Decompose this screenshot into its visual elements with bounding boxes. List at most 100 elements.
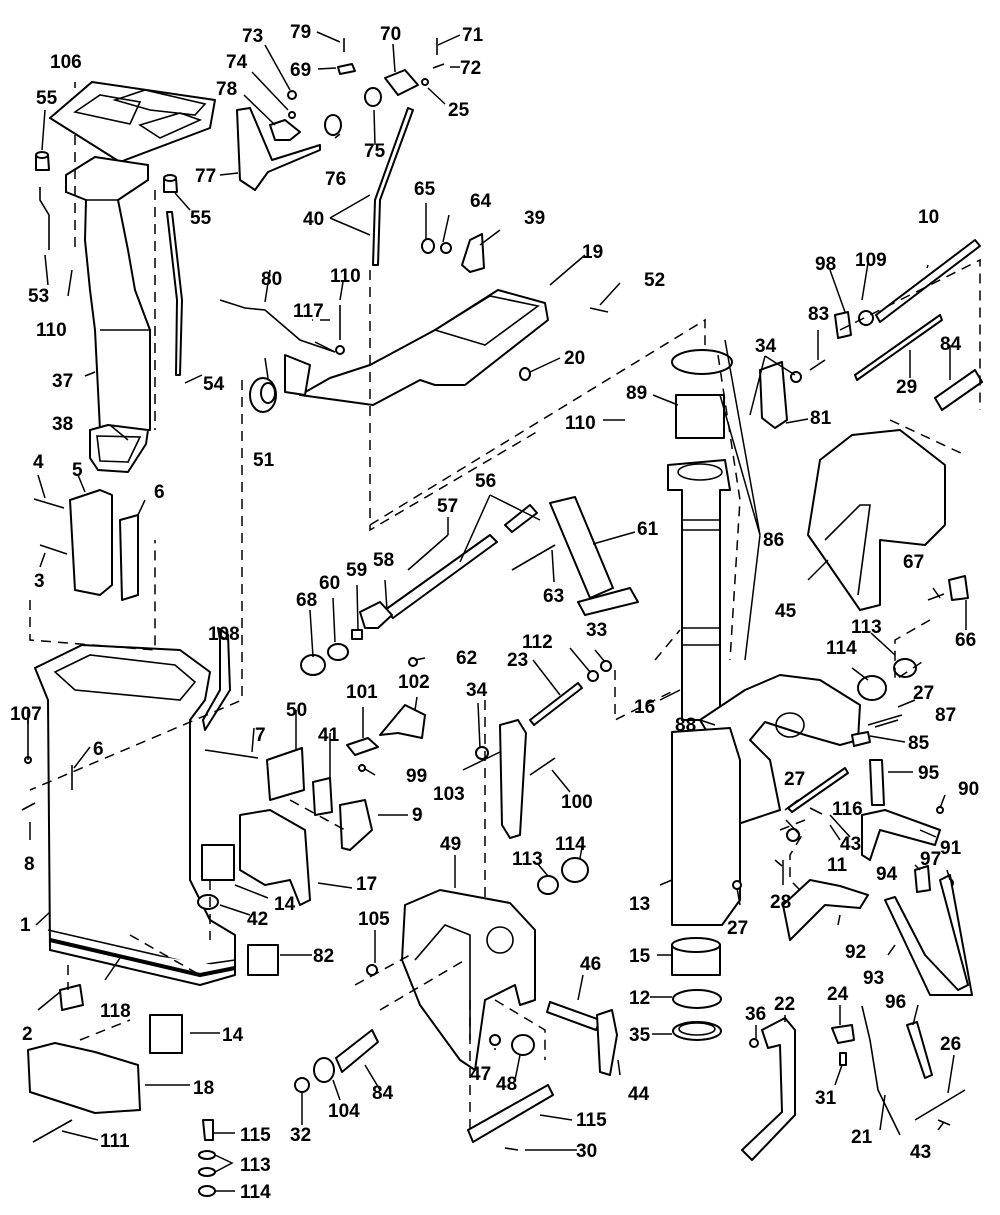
lockwasher-117[interactable] — [335, 345, 345, 355]
callout-83[interactable]: 83 — [808, 304, 829, 325]
callout-34[interactable]: 34 — [466, 680, 488, 701]
lever-92[interactable] — [782, 879, 869, 941]
bolt-100[interactable] — [529, 757, 556, 776]
callout-35[interactable]: 35 — [629, 1025, 651, 1046]
callout-95[interactable]: 95 — [918, 763, 940, 784]
callout-70[interactable]: 70 — [380, 24, 401, 45]
washer-109[interactable] — [858, 310, 874, 326]
housing-13[interactable] — [671, 727, 741, 926]
screw-8[interactable] — [21, 802, 36, 811]
callout-2[interactable]: 2 — [22, 1024, 33, 1045]
callout-52[interactable]: 52 — [644, 270, 665, 291]
callout-110[interactable]: 110 — [330, 266, 361, 287]
washer-25[interactable] — [421, 78, 429, 86]
screw-4[interactable] — [33, 498, 65, 509]
callout-114[interactable]: 114 — [555, 834, 586, 855]
callout-20[interactable]: 20 — [564, 348, 585, 369]
spring-95[interactable] — [869, 759, 885, 806]
callout-85[interactable]: 85 — [908, 733, 930, 754]
callout-79[interactable]: 79 — [290, 22, 311, 43]
callout-115[interactable]: 115 — [240, 1125, 271, 1146]
callout-27[interactable]: 27 — [727, 918, 748, 939]
grommet-55-left[interactable] — [35, 151, 50, 171]
lever-77[interactable] — [236, 107, 321, 191]
wire-57[interactable] — [407, 534, 449, 571]
callout-14[interactable]: 14 — [222, 1025, 244, 1046]
plate-98[interactable] — [834, 311, 852, 339]
callout-76[interactable]: 76 — [325, 169, 346, 190]
seal-89-ring[interactable] — [671, 349, 733, 375]
callout-61[interactable]: 61 — [637, 519, 659, 540]
washer-113-mid[interactable] — [537, 875, 559, 895]
callout-113[interactable]: 113 — [851, 617, 882, 638]
bushing-75[interactable] — [364, 87, 382, 107]
switch-58[interactable] — [359, 601, 393, 629]
grommet-55-right[interactable] — [163, 174, 178, 193]
clamp-39[interactable] — [461, 233, 485, 273]
block-14-lower[interactable] — [149, 1014, 183, 1054]
screw-46[interactable] — [546, 1001, 601, 1031]
washer-74[interactable] — [288, 111, 296, 119]
callout-28[interactable]: 28 — [770, 892, 791, 913]
callout-33[interactable]: 33 — [586, 620, 607, 641]
nut-33[interactable] — [600, 660, 612, 672]
clip-66[interactable] — [948, 575, 969, 601]
callout-107[interactable]: 107 — [10, 704, 42, 725]
callout-55[interactable]: 55 — [36, 88, 58, 109]
bolt-52[interactable] — [589, 307, 609, 313]
screw-47[interactable] — [489, 1034, 501, 1046]
callout-56[interactable]: 56 — [475, 471, 496, 492]
washer-104[interactable] — [313, 1057, 335, 1083]
callout-30[interactable]: 30 — [576, 1141, 597, 1162]
callout-113[interactable]: 113 — [240, 1155, 271, 1176]
callout-24[interactable]: 24 — [827, 984, 849, 1005]
pin-23[interactable] — [529, 682, 583, 726]
callout-66[interactable]: 66 — [955, 630, 976, 651]
callout-17[interactable]: 17 — [356, 874, 377, 895]
pin-29[interactable] — [854, 314, 943, 381]
nut-65[interactable] — [421, 238, 435, 254]
callout-27[interactable]: 27 — [784, 769, 805, 790]
callout-101[interactable]: 101 — [346, 682, 378, 703]
ground-cable-80[interactable] — [219, 299, 336, 353]
callout-91[interactable]: 91 — [940, 838, 962, 859]
lever-22[interactable] — [741, 1017, 796, 1161]
bushing-114-right[interactable] — [857, 675, 887, 701]
block-41[interactable] — [312, 777, 333, 816]
callout-50[interactable]: 50 — [286, 700, 307, 721]
washer-34-lower[interactable] — [475, 746, 489, 760]
link-rod-40[interactable] — [372, 107, 414, 266]
callout-67[interactable]: 67 — [903, 552, 924, 573]
callout-55[interactable]: 55 — [190, 208, 212, 229]
nut-32[interactable] — [294, 1077, 310, 1093]
callout-117[interactable]: 117 — [293, 301, 324, 322]
callout-37[interactable]: 37 — [52, 371, 73, 392]
screw-73[interactable] — [287, 90, 297, 100]
steering-tube-16[interactable] — [667, 459, 731, 721]
cover-5[interactable] — [69, 489, 113, 596]
callout-5[interactable]: 5 — [72, 460, 83, 481]
callout-49[interactable]: 49 — [440, 834, 461, 855]
block-82[interactable] — [247, 944, 279, 976]
callout-87[interactable]: 87 — [935, 705, 956, 726]
clip-101[interactable] — [346, 737, 379, 756]
callout-73[interactable]: 73 — [242, 26, 263, 47]
callout-116[interactable]: 116 — [832, 799, 863, 820]
callout-9[interactable]: 9 — [412, 805, 423, 826]
screw-30[interactable] — [504, 1147, 519, 1151]
callout-44[interactable]: 44 — [628, 1084, 650, 1105]
callout-27[interactable]: 27 — [913, 683, 934, 704]
bushing-84-lower[interactable] — [335, 1029, 379, 1073]
nut-59[interactable] — [351, 629, 363, 640]
callout-75[interactable]: 75 — [364, 141, 386, 162]
callout-78[interactable]: 78 — [216, 79, 237, 100]
callout-69[interactable]: 69 — [290, 60, 311, 81]
callout-4[interactable]: 4 — [33, 452, 44, 473]
callout-3[interactable]: 3 — [34, 571, 45, 592]
gasket-6[interactable] — [119, 514, 139, 601]
callout-109[interactable]: 109 — [855, 250, 887, 271]
callout-60[interactable]: 60 — [319, 573, 340, 594]
bracket-93[interactable] — [884, 874, 973, 996]
callout-72[interactable]: 72 — [460, 58, 481, 79]
callout-92[interactable]: 92 — [845, 942, 866, 963]
